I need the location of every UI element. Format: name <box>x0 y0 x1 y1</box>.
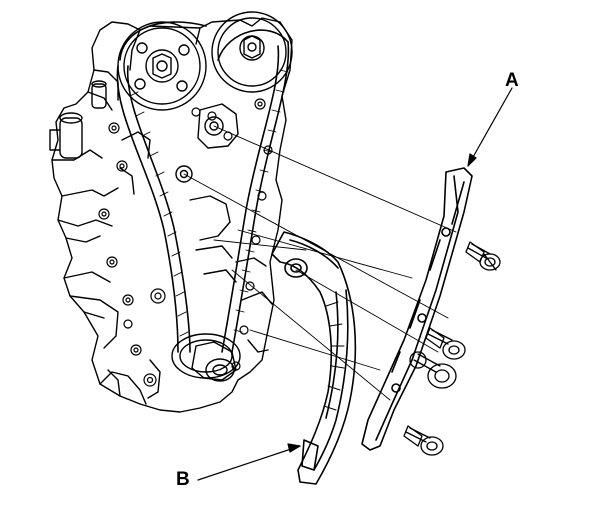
callout-label-a: A <box>505 70 519 91</box>
callout-label-b: B <box>176 469 190 490</box>
bolt-shoulder <box>409 351 457 389</box>
engine-block <box>49 17 293 413</box>
leader-lines <box>183 125 457 401</box>
callout-a-arrow <box>467 87 513 167</box>
timing-chain <box>116 21 290 353</box>
bolt-upper <box>465 241 501 271</box>
crank-sprocket <box>171 333 241 382</box>
bolt-lower <box>403 425 444 456</box>
chain-guide-a <box>361 167 473 451</box>
callout-b-arrow <box>197 443 301 481</box>
exhaust-cam-sprocket <box>211 11 293 93</box>
chain-guide-b <box>271 231 357 485</box>
block-bolts <box>98 98 273 387</box>
bolt-middle <box>425 327 466 360</box>
